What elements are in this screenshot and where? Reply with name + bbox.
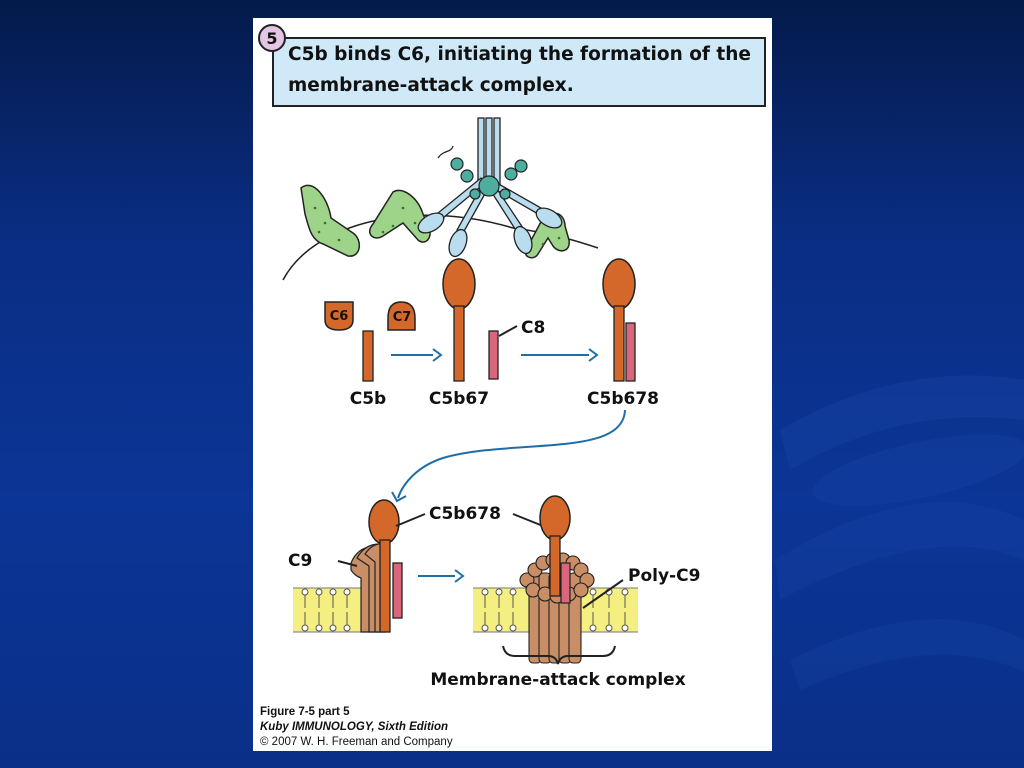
step-number: 5 bbox=[266, 29, 277, 48]
c6-shape bbox=[324, 301, 354, 331]
copyright: © 2007 W. H. Freeman and Company bbox=[260, 736, 453, 748]
c5b67-head bbox=[442, 258, 476, 310]
c5b678-stem bbox=[613, 305, 625, 382]
antigen-left bbox=[300, 184, 360, 257]
c7-shape bbox=[387, 301, 416, 331]
poly-c9-label: Poly-C9 bbox=[628, 566, 700, 586]
mac-diagram: 5 C5b binds C6, initiating the formation… bbox=[258, 24, 766, 690]
book-title: Kuby IMMUNOLOGY, Sixth Edition bbox=[260, 721, 449, 733]
c5b678-head-bottom-left bbox=[368, 499, 400, 545]
c5b678-label-top: C5b678 bbox=[587, 389, 659, 409]
c9-label: C9 bbox=[288, 551, 312, 571]
c5b678-c8 bbox=[625, 322, 636, 382]
antigen-middle bbox=[369, 189, 431, 243]
c5b678-head-mac bbox=[539, 495, 571, 541]
c5b678-label-bottom: C5b678 bbox=[429, 504, 501, 524]
c1-complex bbox=[450, 157, 528, 200]
c5b67-label: C5b67 bbox=[429, 389, 489, 409]
mac-brace bbox=[502, 645, 616, 665]
figure-panel: 5 C5b binds C6, initiating the formation… bbox=[253, 18, 772, 751]
c6-label: C6 bbox=[330, 309, 349, 324]
c7-label: C7 bbox=[393, 310, 412, 325]
curved-arrow bbox=[397, 409, 626, 499]
title-box bbox=[272, 37, 766, 107]
c5b67-stem bbox=[453, 305, 465, 382]
c5b-label: C5b bbox=[350, 389, 386, 409]
step-circle bbox=[258, 24, 286, 52]
c5b-shape bbox=[362, 330, 374, 382]
c5b678-head bbox=[602, 258, 636, 310]
c8-label: C8 bbox=[521, 318, 545, 338]
title-line-2: membrane-attack complex. bbox=[288, 75, 574, 96]
figure-number: Figure 7-5 part 5 bbox=[260, 706, 350, 718]
title-line-1: C5b binds C6, initiating the formation o… bbox=[288, 44, 751, 65]
c8-shape bbox=[488, 330, 499, 380]
mac-label: Membrane-attack complex bbox=[430, 670, 685, 690]
